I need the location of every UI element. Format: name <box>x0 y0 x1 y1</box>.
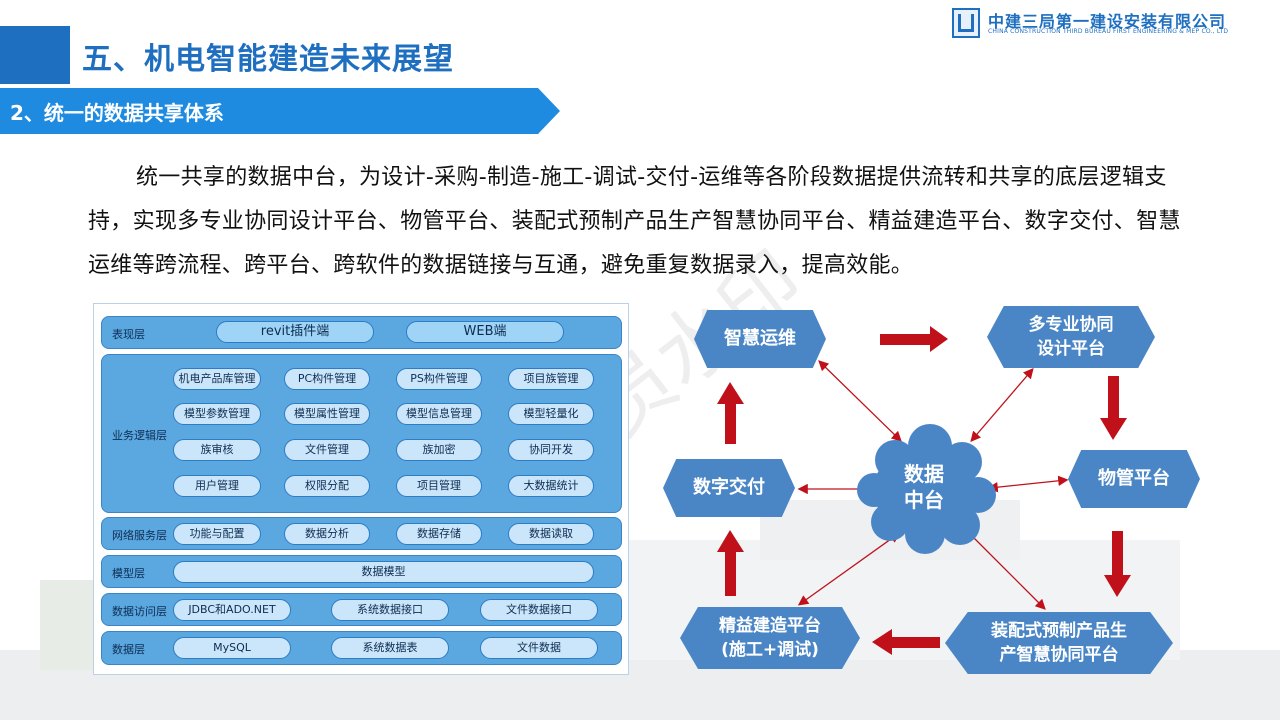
layer-network-service: 网络服务层 功能与配置 数据分析 数据存储 数据读取 <box>101 517 622 550</box>
block-arrow-down <box>1100 376 1127 440</box>
arch-item: 数据模型 <box>173 561 594 583</box>
layer-model: 模型层 数据模型 <box>101 555 622 588</box>
company-logo: 中建三局第一建设安装有限公司 CHINA CONSTRUCTION THIRD … <box>952 8 1272 42</box>
node-label: 物管平台 <box>1098 468 1170 489</box>
link-arrow <box>987 475 1069 493</box>
layer-presentation: 表现层 revit插件端 WEB端 <box>101 316 622 349</box>
arch-item: 文件管理 <box>284 439 370 461</box>
layer-label: 模型层 <box>112 567 145 580</box>
intro-paragraph: 统一共享的数据中台，为设计-采购-制造-施工-调试-交付-运维等各阶段数据提供流… <box>88 165 1181 278</box>
logo-company-name-en: CHINA CONSTRUCTION THIRD BUREAU FIRST EN… <box>988 28 1229 35</box>
layer-data: 数据层 MySQL 系统数据表 文件数据 <box>101 631 622 665</box>
block-arrow-right <box>880 326 948 352</box>
node-label: 产智慧协同平台 <box>999 645 1119 665</box>
node-label: 装配式预制产品生 <box>991 621 1127 641</box>
arch-item: 族加密 <box>396 439 482 461</box>
arch-item: 模型参数管理 <box>173 403 261 425</box>
arch-item: 数据存储 <box>396 523 482 545</box>
node-label: 多专业协同 <box>1028 315 1114 335</box>
node-prefab-collab: 装配式预制产品生 产智慧协同平台 <box>945 612 1173 674</box>
arch-item: 族审核 <box>173 439 261 461</box>
arch-item: 系统数据表 <box>331 637 449 659</box>
page-title: 五、机电智能建造未来展望 <box>82 42 454 77</box>
company-logo-icon <box>952 8 980 38</box>
link-arrow <box>818 360 902 442</box>
layer-label: 表现层 <box>112 328 145 341</box>
arch-item: 权限分配 <box>284 475 370 497</box>
node-multi-design: 多专业协同 设计平台 <box>987 306 1155 368</box>
arch-item: 数据读取 <box>508 523 594 545</box>
arch-item: 项目族管理 <box>508 368 594 390</box>
arch-item: 文件数据接口 <box>480 599 598 621</box>
layer-data-access: 数据访问层 JDBC和ADO.NET 系统数据接口 文件数据接口 <box>101 593 622 626</box>
arch-item: 协同开发 <box>508 439 594 461</box>
node-digital-delivery: 数字交付 <box>663 459 795 517</box>
node-lean-construction: 精益建造平台 (施工+调试) <box>680 607 860 669</box>
arch-item: 文件数据 <box>480 637 598 659</box>
node-label: 数字交付 <box>693 477 765 498</box>
node-label: (施工+调试) <box>721 640 819 660</box>
arch-item: 模型轻量化 <box>508 403 594 425</box>
layer-label: 网络服务层 <box>112 529 167 542</box>
layer-label: 数据访问层 <box>112 605 167 618</box>
arch-item: MySQL <box>173 637 291 659</box>
arch-item: 项目管理 <box>396 475 482 497</box>
arch-item: WEB端 <box>406 321 564 343</box>
arch-item: PC构件管理 <box>284 368 370 390</box>
title-accent-block <box>0 26 70 84</box>
architecture-diagram: 表现层 revit插件端 WEB端 业务逻辑层 机电产品库管理 PC构件管理 P… <box>93 303 629 675</box>
node-label: 精益建造平台 <box>719 616 821 636</box>
arch-item: PS构件管理 <box>396 368 482 390</box>
arch-item: revit插件端 <box>216 321 374 343</box>
arch-item: 模型属性管理 <box>284 403 370 425</box>
arch-item: 用户管理 <box>173 475 261 497</box>
arch-item: 数据分析 <box>284 523 370 545</box>
data-center-label-line2: 中台 <box>904 488 944 512</box>
node-smart-ops: 智慧运维 <box>694 310 826 368</box>
arch-item: 模型信息管理 <box>396 403 482 425</box>
arch-item: 功能与配置 <box>173 523 261 545</box>
arch-item: 机电产品库管理 <box>173 368 261 390</box>
layer-label: 业务逻辑层 <box>112 429 167 442</box>
block-arrow-up <box>717 382 744 444</box>
layer-label: 数据层 <box>112 643 145 656</box>
layer-business-logic: 业务逻辑层 机电产品库管理 PC构件管理 PS构件管理 项目族管理 模型参数管理… <box>101 354 622 513</box>
data-center-label-line1: 数据 <box>904 462 944 486</box>
node-label: 智慧运维 <box>724 328 796 349</box>
arch-item: 系统数据接口 <box>331 599 449 621</box>
arch-item: JDBC和ADO.NET <box>173 599 291 621</box>
link-arrow <box>970 368 1034 442</box>
node-label: 设计平台 <box>1037 339 1105 359</box>
section-title: 2、统一的数据共享体系 <box>10 101 224 125</box>
section-banner <box>0 88 560 134</box>
arch-item: 大数据统计 <box>508 475 594 497</box>
logo-company-name-cn: 中建三局第一建设安装有限公司 <box>988 12 1227 31</box>
node-property-mgmt: 物管平台 <box>1068 450 1200 508</box>
data-center-label: 数据 中台 <box>870 461 978 513</box>
